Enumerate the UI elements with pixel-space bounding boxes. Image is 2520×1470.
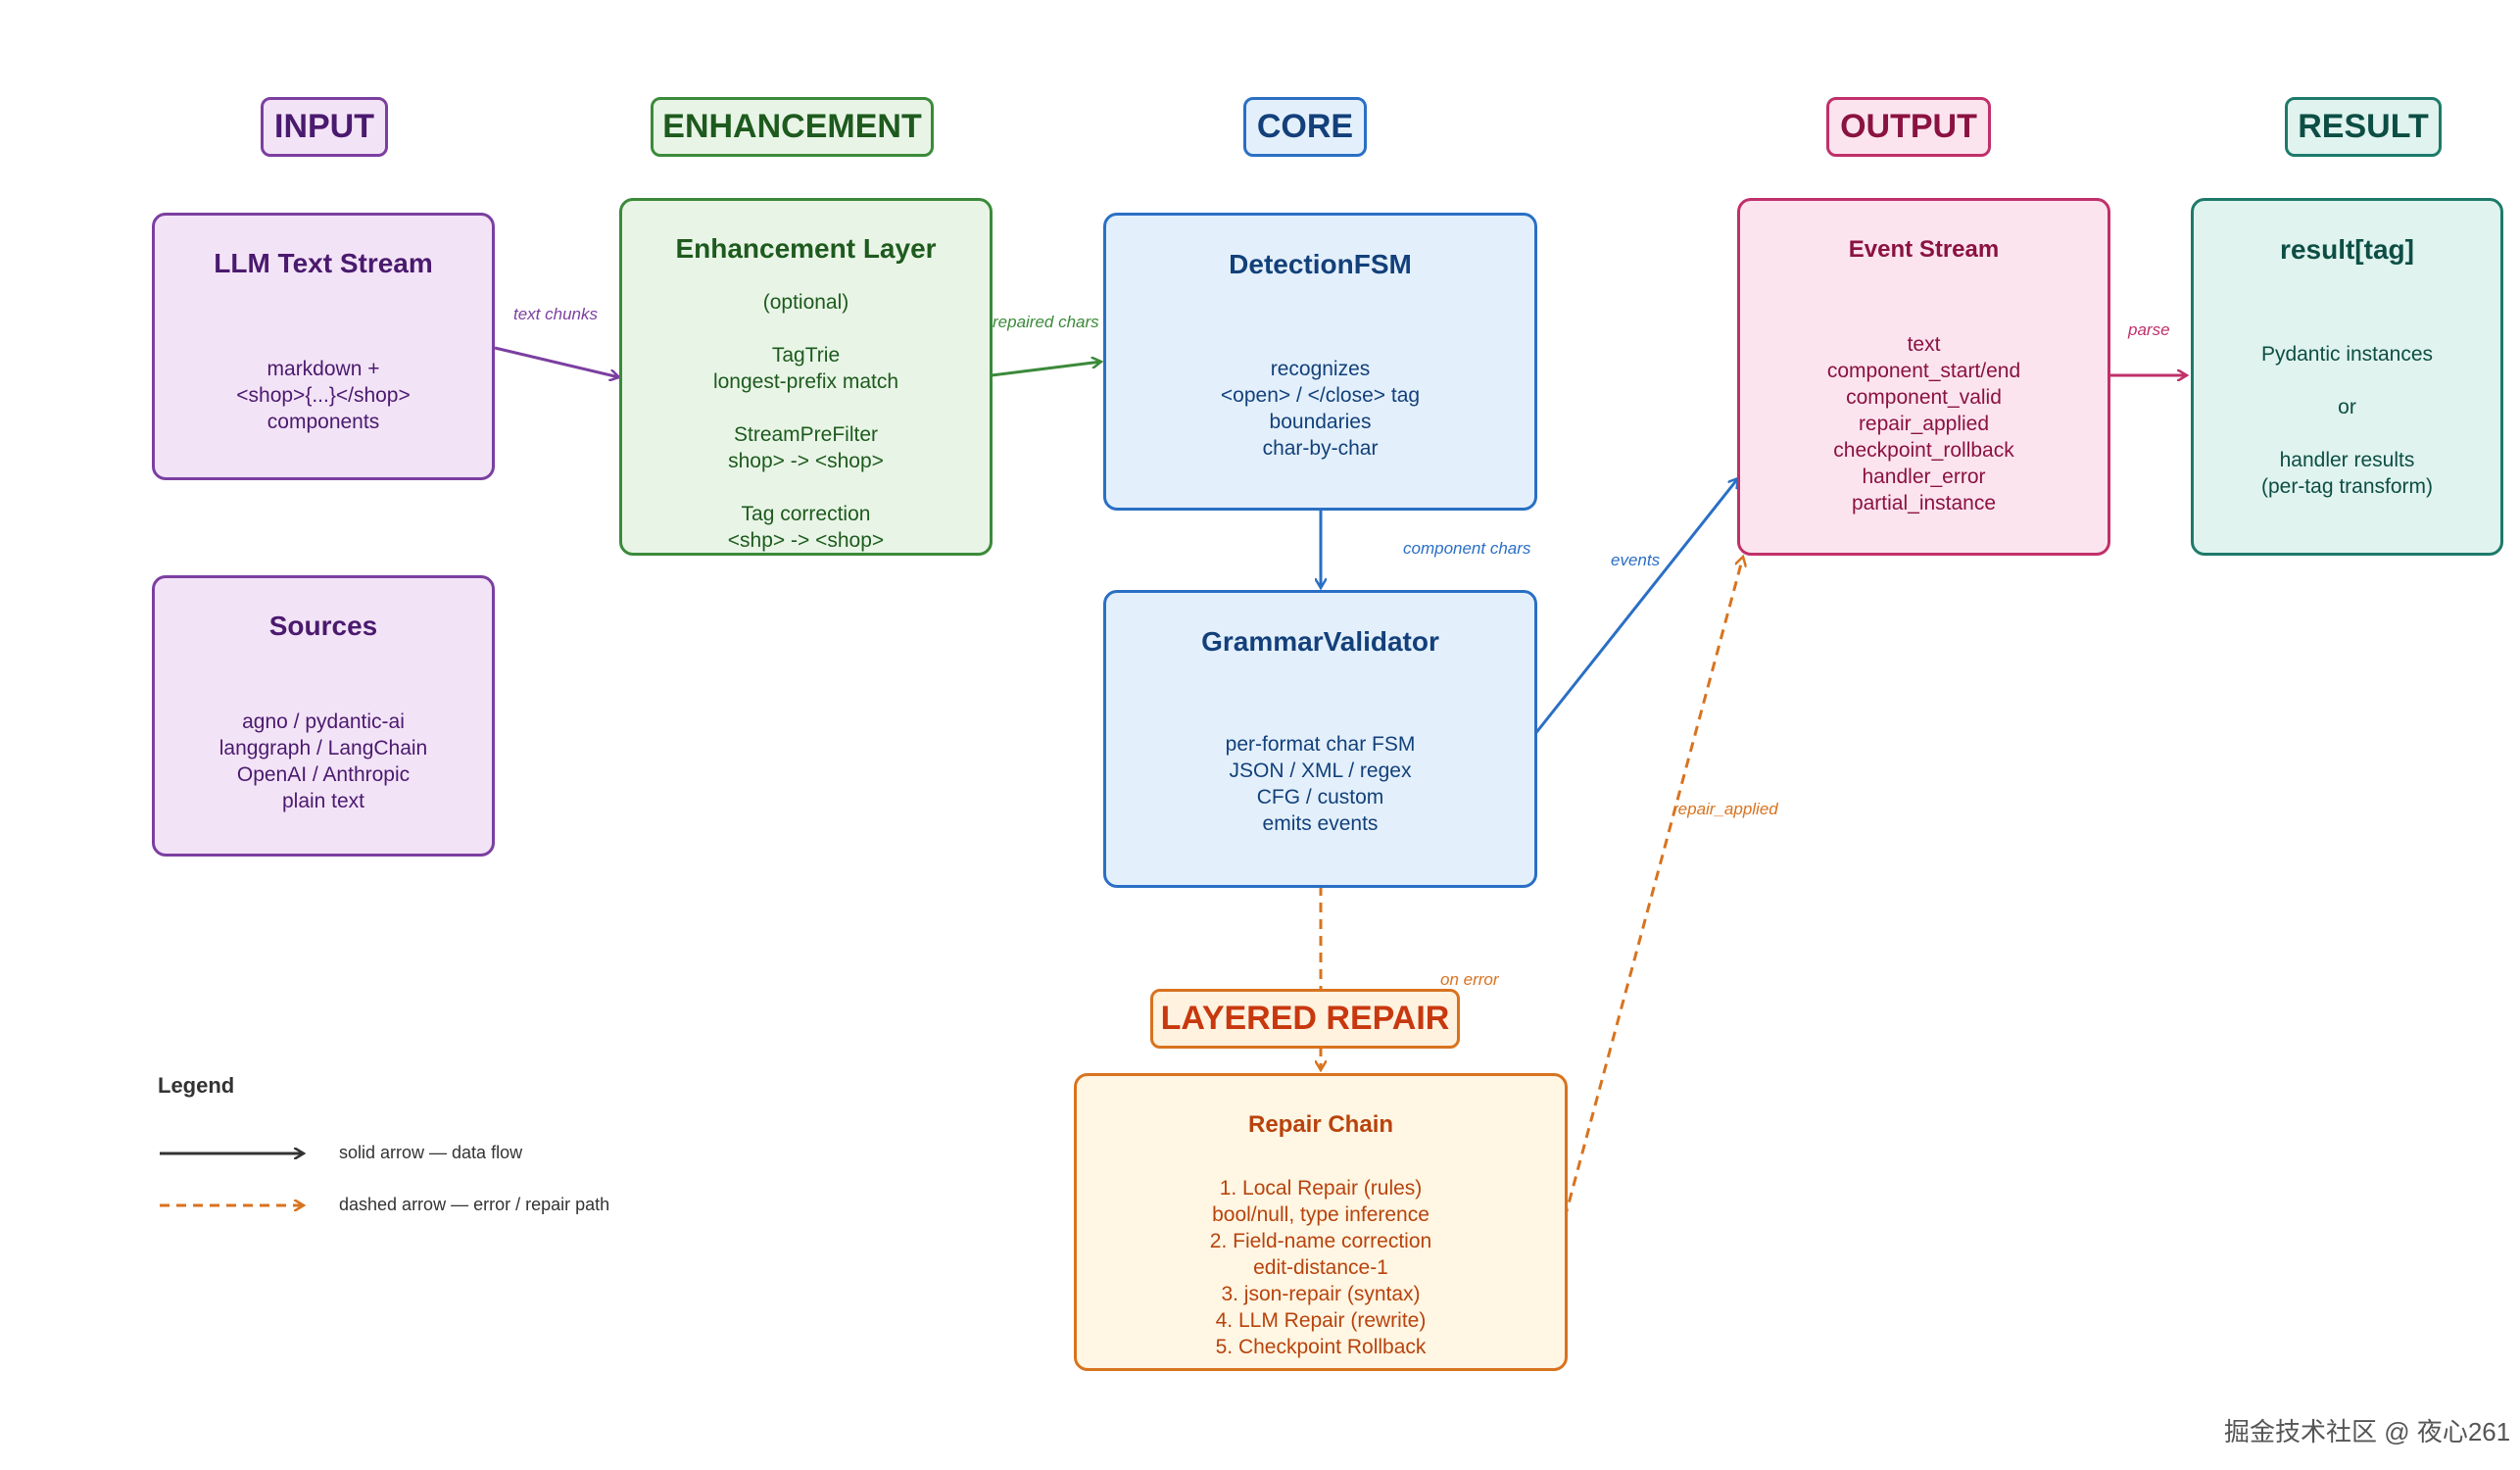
node-body: (optional) TagTrie longest-prefix match … xyxy=(712,291,899,552)
edge-grammar-to-event-stream xyxy=(1532,478,1738,736)
edge-label-events: events xyxy=(1611,551,1661,569)
node-body: agno / pydantic-ai langgraph / LangChain… xyxy=(218,710,428,812)
stage-enhancement: ENHANCEMENT xyxy=(651,97,934,157)
legend-title: Legend xyxy=(158,1073,235,1098)
stage-result: RESULT xyxy=(2285,97,2442,157)
edge-label-text-chunks: text chunks xyxy=(513,305,598,323)
node-title: Sources xyxy=(268,611,378,641)
edge-label-repair-applied: repair_applied xyxy=(1672,800,1778,818)
edge-repair-chain-to-event-stream xyxy=(1563,557,1743,1219)
node-llm-text-stream: LLM Text Stream markdown + <shop>{...}</… xyxy=(152,213,495,480)
node-body: 1. Local Repair (rules) bool/null, type … xyxy=(1209,1177,1432,1358)
node-body: Pydantic instances or handler results (p… xyxy=(2260,343,2434,498)
edge-label-on-error: on error xyxy=(1440,970,1499,989)
node-title: result[tag] xyxy=(2280,234,2414,265)
watermark: 掘金技术社区 @ 夜心261 xyxy=(2224,1417,2511,1446)
node-title: GrammarValidator xyxy=(1201,626,1439,657)
node-title: Enhancement Layer xyxy=(675,233,937,264)
edge-label-repaired-chars: repaired chars xyxy=(993,313,1099,331)
edge-label-parse: parse xyxy=(2128,320,2170,339)
stage-output: OUTPUT xyxy=(1826,97,1991,157)
node-event-stream: Event Stream text component_start/end co… xyxy=(1737,198,2110,556)
edge-enhancement-to-detection xyxy=(991,362,1101,377)
stage-input: INPUT xyxy=(261,97,388,157)
node-body: per-format char FSM JSON / XML / regex C… xyxy=(1225,733,1416,835)
node-title: LLM Text Stream xyxy=(214,248,433,278)
node-title: DetectionFSM xyxy=(1229,249,1412,279)
node-grammar-validator: GrammarValidator per-format char FSM JSO… xyxy=(1103,590,1537,888)
node-title: Event Stream xyxy=(1848,236,2000,263)
node-result-tag: result[tag] Pydantic instances or handle… xyxy=(2191,198,2503,556)
node-title: Repair Chain xyxy=(1247,1111,1394,1138)
edge-stream-to-enhancement xyxy=(494,346,619,377)
node-sources: Sources agno / pydantic-ai langgraph / L… xyxy=(152,575,495,857)
node-body: recognizes <open> / </close> tag boundar… xyxy=(1220,358,1421,460)
node-repair-chain: Repair Chain 1. Local Repair (rules) boo… xyxy=(1074,1073,1568,1371)
stage-layered-repair: LAYERED REPAIR xyxy=(1150,989,1460,1049)
legend-solid-label: solid arrow — data flow xyxy=(339,1143,523,1162)
stage-core: CORE xyxy=(1243,97,1367,157)
node-enhancement-layer: Enhancement Layer (optional) TagTrie lon… xyxy=(619,198,993,556)
node-body: markdown + <shop>{...}</shop> components xyxy=(236,358,411,433)
node-detection-fsm: DetectionFSM recognizes <open> / </close… xyxy=(1103,213,1537,511)
edge-label-component-chars: component chars xyxy=(1403,539,1531,558)
node-body: text component_start/end component_valid… xyxy=(1826,333,2021,514)
legend-dashed-label: dashed arrow — error / repair path xyxy=(339,1195,610,1214)
